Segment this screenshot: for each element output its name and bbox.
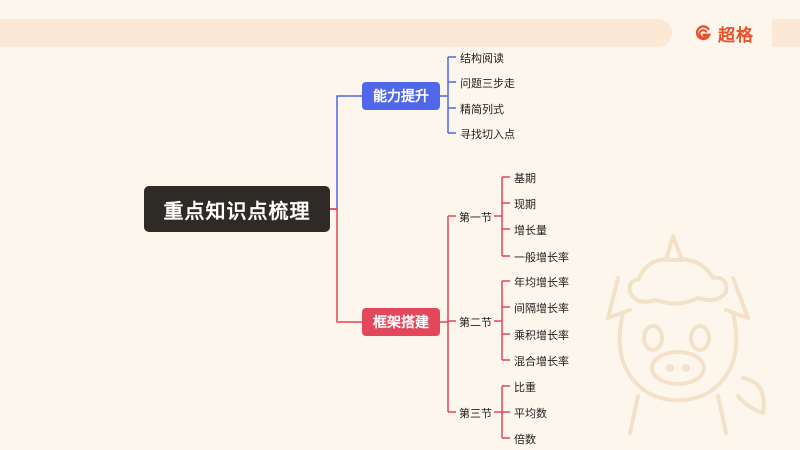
leaf-node: 倍数: [514, 431, 536, 447]
leaf-node: 平均数: [514, 405, 547, 421]
leaf-node: 寻找切入点: [460, 126, 515, 142]
section-node-1: 第一节: [459, 209, 492, 225]
leaf-node: 乘积增长率: [514, 327, 569, 343]
branch-node-framework: 框架搭建: [362, 308, 440, 336]
leaf-node: 结构阅读: [460, 50, 504, 66]
leaf-node: 年均增长率: [514, 274, 569, 290]
leaf-node: 增长量: [514, 222, 547, 238]
leaf-node: 精简列式: [460, 101, 504, 117]
unicorn-mascot-icon: [578, 218, 778, 438]
leaf-node: 基期: [514, 170, 536, 186]
leaf-node: 现期: [514, 196, 536, 212]
section-node-3: 第三节: [459, 405, 492, 421]
leaf-node: 比重: [514, 379, 536, 395]
branch-node-ability: 能力提升: [362, 82, 440, 110]
leaf-node: 间隔增长率: [514, 300, 569, 316]
leaf-node: 一般增长率: [514, 249, 569, 265]
leaf-node: 混合增长率: [514, 353, 569, 369]
section-node-2: 第二节: [459, 314, 492, 330]
leaf-node: 问题三步走: [460, 75, 515, 91]
root-node: 重点知识点梳理: [144, 186, 330, 232]
